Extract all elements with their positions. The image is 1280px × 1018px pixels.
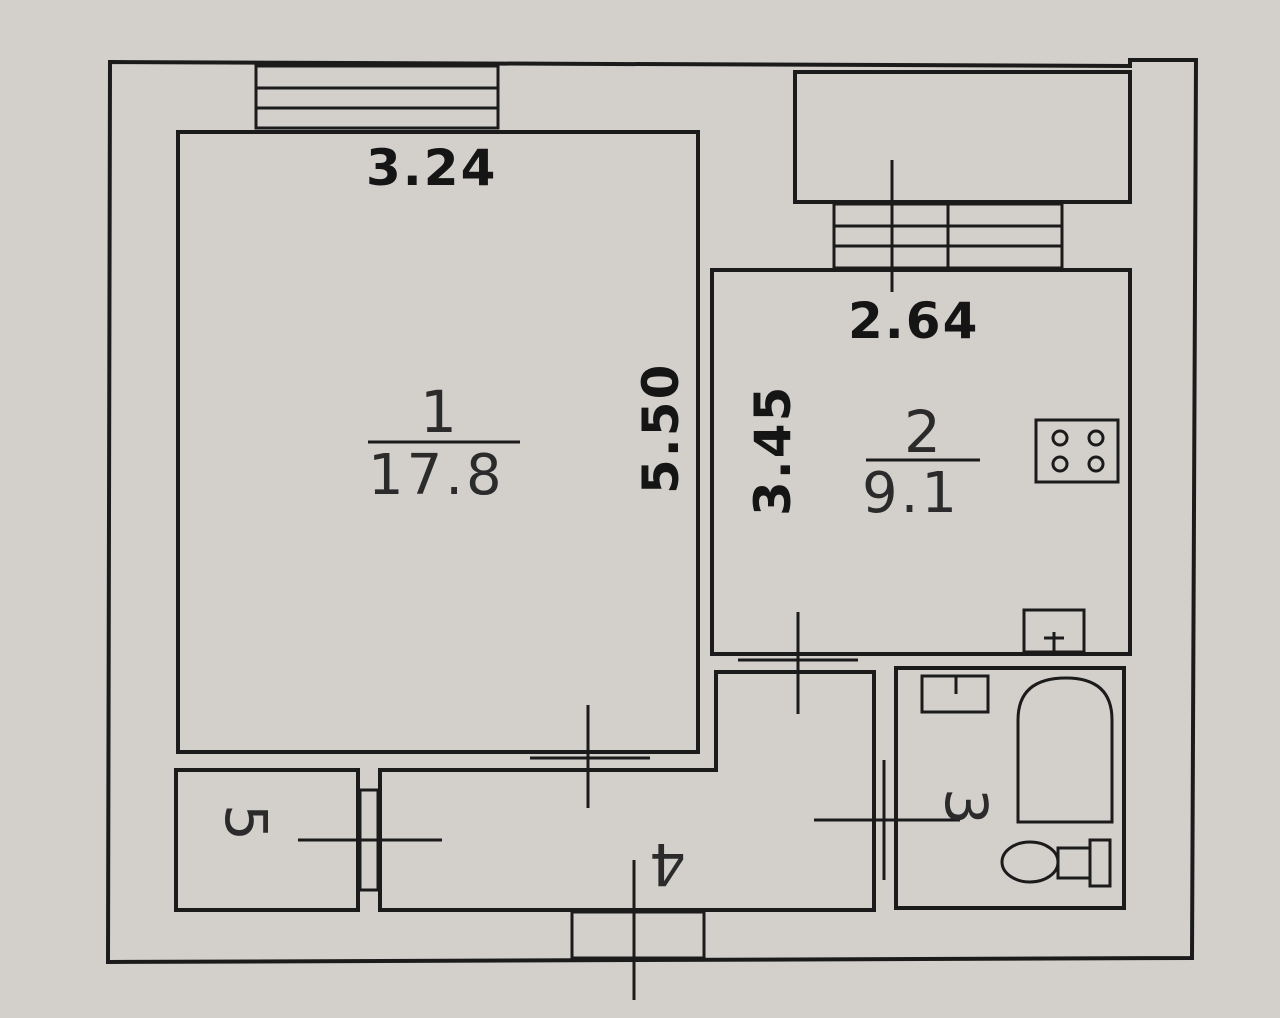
balcony [793,70,1132,204]
room-1 [176,130,700,754]
room-2-area: 9.1 [862,461,960,526]
room-3 [894,666,1126,910]
room-2 [710,268,1132,656]
toilet [1000,838,1112,888]
bathtub [1016,676,1114,824]
dimension-room-2-width: 2.64 [848,292,979,350]
room-3-number: 3 [932,788,1000,825]
dimension-room-1-length: 5.50 [632,363,690,494]
entrance-door [570,860,706,1000]
door-room-5-sill [358,788,380,892]
window-room-2 [832,202,1064,270]
window-room-1 [254,64,500,130]
dimension-room-1-width: 3.24 [366,139,497,197]
stove [1034,418,1120,484]
room-2-number: 2 [904,398,941,466]
room-1-number: 1 [420,378,457,446]
bathroom-sink [920,674,990,714]
dimension-room-2-length: 3.45 [744,385,802,516]
room-5-number: 5 [212,804,280,841]
room-4-number: 4 [649,830,686,898]
room-1-area: 17.8 [368,443,505,508]
kitchen-sink [1022,608,1086,654]
room-4 [378,670,876,912]
outer-wall [105,58,1199,965]
